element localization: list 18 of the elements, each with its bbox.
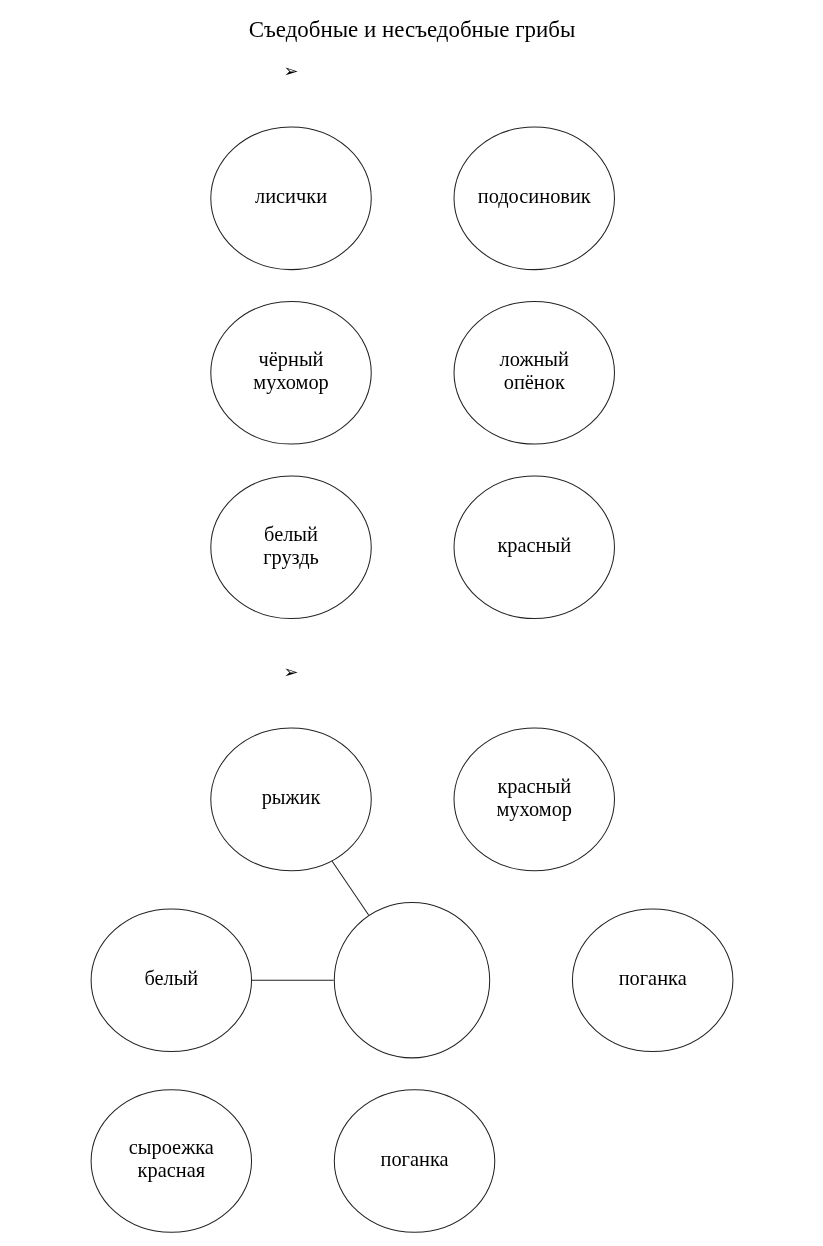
node-ellipse: подосиновик xyxy=(453,126,615,271)
node-ellipse: красный мухомор xyxy=(453,727,615,872)
node-ellipse: белый груздь xyxy=(209,475,372,620)
node-ellipse: поганка xyxy=(333,1089,495,1233)
diagram-title: Съедобные и несъедобные грибы xyxy=(248,17,575,43)
node-ellipse: поганка xyxy=(571,908,733,1052)
node-ellipse: ложный опёнок xyxy=(453,300,615,445)
node-ellipse: красный xyxy=(453,475,615,620)
connector xyxy=(250,979,334,981)
node-ellipse: чёрный мухомор xyxy=(209,300,372,445)
label: ➢ xyxy=(283,661,298,683)
node-ellipse: сыроежка красная xyxy=(90,1089,252,1233)
node-ellipse: лисички xyxy=(209,126,372,271)
label: ➢ xyxy=(283,59,298,81)
node-ellipse: рыжик xyxy=(209,727,372,872)
node-ellipse: белый xyxy=(90,908,252,1052)
connector xyxy=(330,860,369,916)
node-circle xyxy=(333,902,490,1059)
